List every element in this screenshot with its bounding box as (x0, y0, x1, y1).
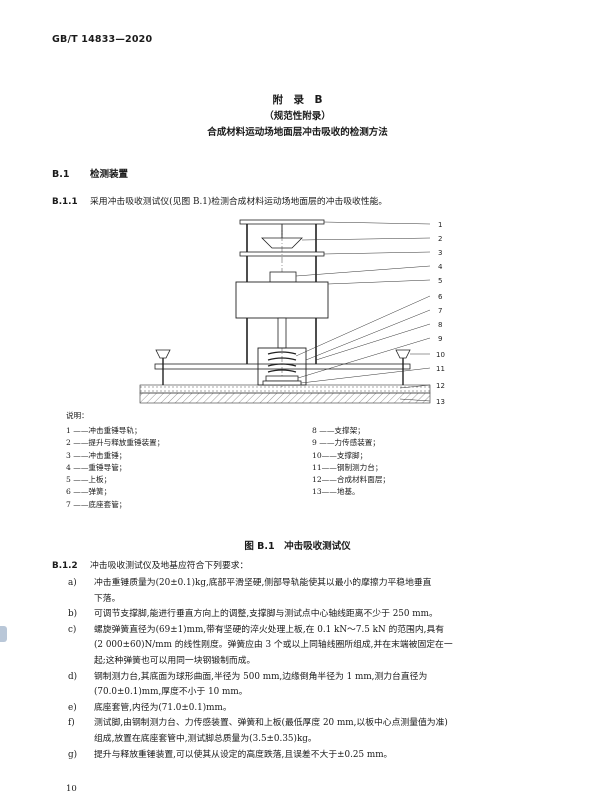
list-label: c) (68, 624, 77, 635)
callout-3: 3 (438, 249, 442, 257)
support-foot-right (395, 349, 411, 385)
list-item-b: b) 可调节支撑脚,能进行垂直方向上的调整,支撑脚与测试点中心轴线距离不少于 2… (66, 607, 546, 623)
upper-plate (235, 281, 329, 319)
synthetic-surface (139, 384, 431, 394)
page-number: 10 (66, 784, 77, 794)
callout-5: 5 (438, 277, 442, 285)
clause-b11: B.1.1 采用冲击吸收测试仪(见图 B.1)检测合成材料运动场地面层的冲击吸收性… (52, 196, 552, 209)
impact-hammer (269, 271, 297, 283)
list-item-a: a) 冲击重锤质量为(20±0.1)kg,底部平滑坚硬,侧部导轨能使其以最小的摩… (66, 576, 546, 607)
legend-item: 6 ——弹簧； (66, 487, 112, 497)
leader-lines (295, 221, 431, 402)
clause-text: 采用冲击吸收测试仪(见图 B.1)检测合成材料运动场地面层的冲击吸收性能。 (90, 197, 388, 207)
callout-6: 6 (438, 293, 443, 301)
clause-number: B.1.2 (52, 561, 78, 571)
list-line: 测试脚,由钢制测力台、力传感装置、弹簧和上板(最低厚度 20 mm,以板中心点测… (94, 718, 448, 729)
list-line: 冲击重锤质量为(20±0.1)kg,底部平滑坚硬,侧部导轨能使其以最小的摩擦力平… (94, 578, 432, 588)
list-line: (70.0±0.1)mm,厚度不小于 10 mm。 (94, 687, 248, 698)
annex-title: 合成材料运动场地面层冲击吸收的检测方法 (207, 127, 388, 138)
list-item-f: f) 测试脚,由钢制测力台、力传感装置、弹簧和上板(最低厚度 20 mm,以板中… (66, 716, 546, 747)
top-plate (239, 219, 325, 225)
page-edge-marker (0, 626, 7, 642)
callout-4: 4 (438, 263, 443, 271)
legend-item: 13——地基。 (312, 487, 360, 497)
callout-13: 13 (436, 398, 445, 406)
list-label: g) (68, 749, 78, 760)
legend-item: 11——钢制测力台； (312, 462, 383, 472)
callout-1: 1 (438, 221, 442, 229)
section-b1-heading: B.1 检测装置 (52, 166, 128, 180)
legend-item: 10——支撑脚； (312, 450, 368, 460)
legend-item: 7 ——底座套管； (66, 499, 127, 509)
legend-item: 8 ——支撑架； (312, 426, 365, 435)
figure-caption: 图 B.1 冲击吸收测试仪 (244, 541, 351, 552)
callout-2: 2 (438, 235, 442, 243)
impact-tester-figure: 1 2 3 4 5 6 7 8 9 10 11 12 13 (139, 219, 445, 406)
steel-test-plate (262, 380, 302, 386)
list-label: f) (68, 718, 75, 729)
clause-number: B.1.1 (52, 197, 78, 207)
clause-b12: B.1.2 冲击吸收测试仪及地基应符合下列要求： (52, 560, 552, 573)
spring (267, 351, 297, 373)
list-label: b) (68, 609, 78, 620)
annex-label: 附 录 B (272, 94, 323, 106)
list-line: 提升与释放重锤装置,可以使其从设定的高度跌落,且误差不大于±0.25 mm。 (94, 749, 393, 760)
list-item-c: c) 螺旋弹簧直径为(69±1)mm,带有坚硬的淬火处理上板,在 0.1 kN～… (66, 623, 546, 670)
legend-item: 12——合成材料面层； (312, 475, 391, 485)
list-line: 下落。 (94, 593, 121, 604)
requirement-list: a) 冲击重锤质量为(20±0.1)kg,底部平滑坚硬,侧部导轨能使其以最小的摩… (66, 576, 546, 763)
list-line: 起;这种弹簧也可以用同一块钢锻制而成。 (94, 655, 256, 666)
legend-left: 1 ——冲击重锤导轨； 2 ——提升与释放重锤装置； 3 ——冲击重锤； 4 —… (66, 425, 296, 511)
section-title: 检测装置 (90, 169, 129, 180)
callout-9: 9 (438, 335, 442, 343)
callout-12: 12 (436, 382, 445, 390)
legend-item: 2 ——提升与释放重锤装置； (66, 438, 165, 448)
list-line: 可调节支撑脚,能进行垂直方向上的调整,支撑脚与测试点中心轴线距离不少于 250 … (94, 609, 438, 620)
list-label: d) (68, 671, 78, 682)
callout-8: 8 (438, 321, 442, 329)
section-number: B.1 (52, 169, 70, 180)
list-item-e: e) 底座套管,内径为(71.0±0.1)mm。 (66, 701, 546, 717)
list-label: e) (68, 702, 77, 713)
list-label: a) (68, 578, 77, 588)
foundation (139, 392, 431, 404)
annex-normative: （规范性附录） (264, 111, 331, 122)
list-item-g: g) 提升与释放重锤装置,可以使其从设定的高度跌落,且误差不大于±0.25 mm… (66, 748, 546, 764)
legend-item: 4 ——重锤导管； (66, 462, 127, 472)
list-line: 螺旋弹簧直径为(69±1)mm,带有坚硬的淬火处理上板,在 0.1 kN～7.5… (94, 624, 445, 635)
callout-7: 7 (438, 307, 442, 315)
force-sensor (265, 375, 299, 382)
standard-number: GB/T 14833—2020 (52, 34, 153, 45)
support-foot-left (155, 349, 171, 385)
list-line: (2 000±60)N/mm 的线性刚度。弹簧应由 3 个或以上同轴线圈所组成,… (94, 640, 453, 651)
hammer-guide-tube (277, 317, 287, 349)
callout-11: 11 (436, 365, 445, 373)
list-line: 钢制测力台,其底面为球形曲面,半径为 500 mm,边缘倒角半径为 1 mm,测… (94, 671, 428, 682)
support-frame (154, 363, 411, 370)
list-line: 组成,放置在底座套管中,测试脚总质量为(3.5±0.35)kg。 (94, 733, 317, 744)
legend-item: 5 ——上板； (66, 475, 112, 485)
legend-title: 说明： (66, 411, 89, 420)
callout-10: 10 (436, 351, 445, 359)
list-line: 底座套管,内径为(71.0±0.1)mm。 (94, 702, 232, 713)
legend-item: 1 ——冲击重锤导轨； (66, 426, 142, 435)
list-item-d: d) 钢制测力台,其底面为球形曲面,半径为 500 mm,边缘倒角半径为 1 m… (66, 670, 546, 701)
legend-item: 9 ——力传感装置； (312, 438, 380, 448)
clause-text: 冲击吸收测试仪及地基应符合下列要求： (90, 561, 249, 571)
legend-right: 8 ——支撑架； 9 ——力传感装置； 10——支撑脚； 11——钢制测力台； … (312, 425, 542, 499)
legend-item: 3 ——冲击重锤； (66, 450, 127, 460)
